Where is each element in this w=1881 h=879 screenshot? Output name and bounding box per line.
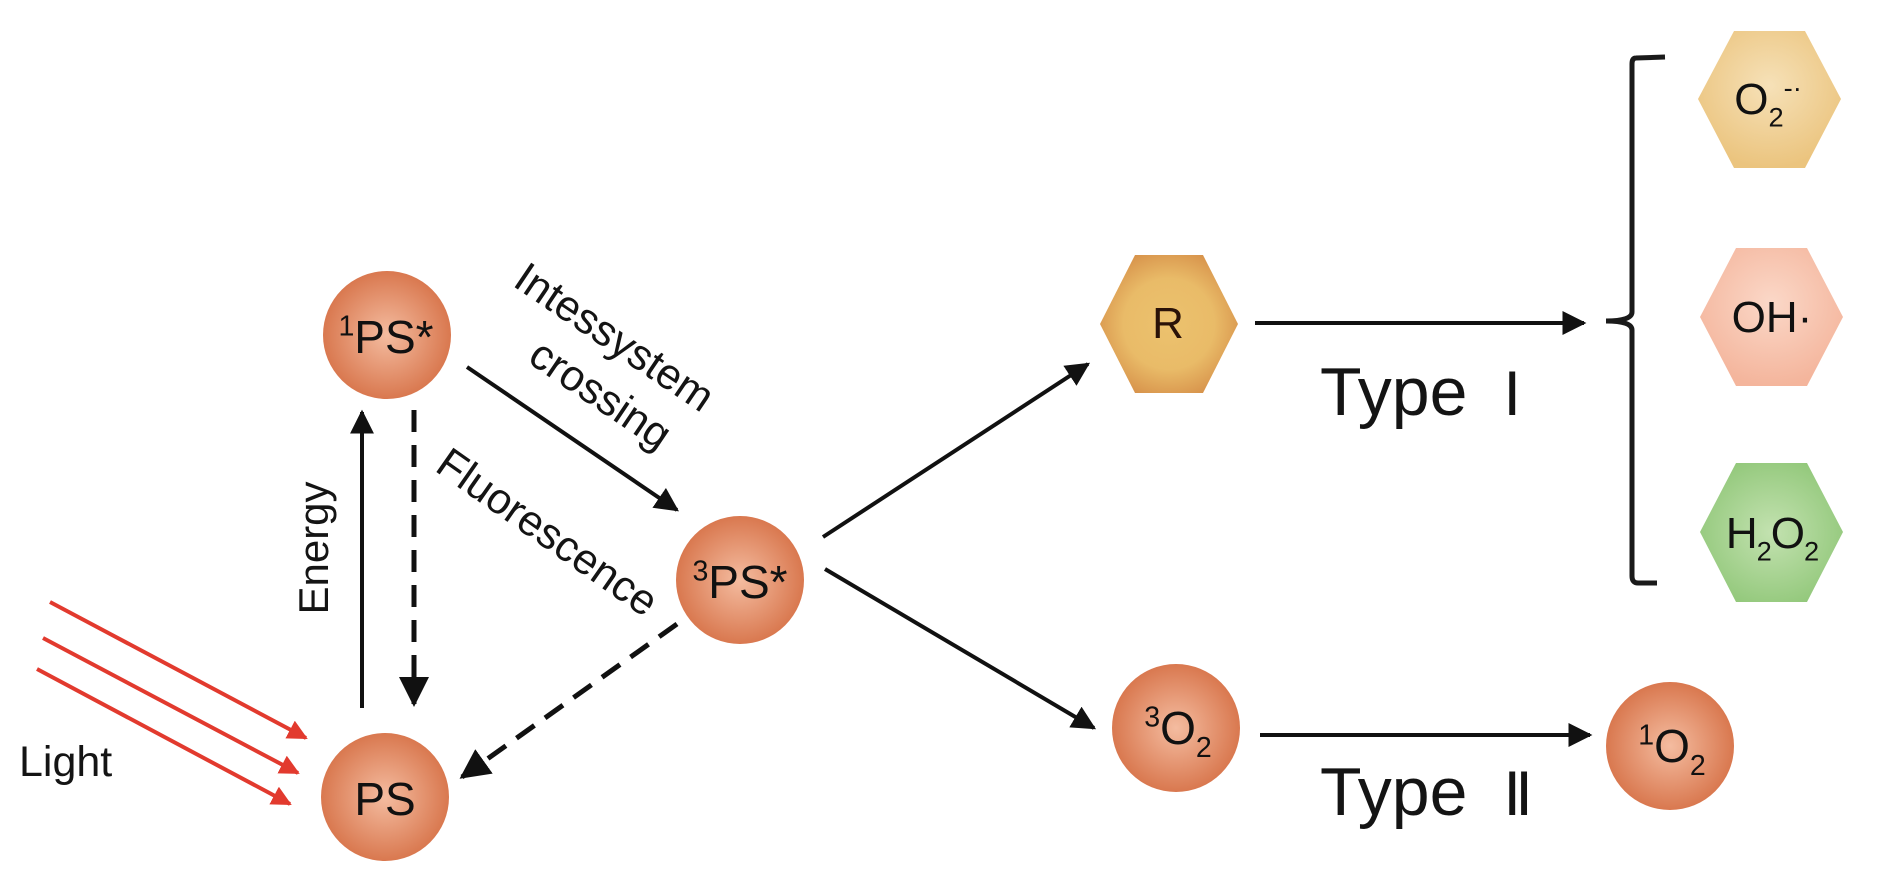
ps3-sphere [676, 516, 804, 644]
ps1-spin-multiplicity: 1 [338, 310, 355, 343]
ros-bracket [1605, 54, 1666, 586]
r-hexagon [1100, 255, 1238, 393]
light-rays [36, 600, 308, 806]
peroxide-subscript-o: 2 [1804, 535, 1819, 567]
type1-word: Type [1320, 354, 1468, 430]
superoxide-hexagon [1698, 31, 1841, 168]
fluorescence-dashed-arrow [459, 621, 679, 780]
o2-singlet-spin: 1 [1638, 719, 1655, 752]
light-ray [36, 667, 292, 806]
o2-singlet-subscript: 2 [1689, 749, 1706, 782]
ps3-spin-multiplicity: 3 [692, 555, 709, 588]
type2-numeral: Ⅱ [1503, 762, 1533, 828]
to-o2-arrow [823, 567, 1097, 730]
hydroxyl-hexagon [1700, 248, 1843, 386]
o2-triplet-spin: 3 [1144, 701, 1161, 734]
ps1-label: 1PS* [338, 310, 434, 363]
superoxide-charge: -· [1783, 72, 1802, 104]
o2-singlet-label: 1O2 [1638, 719, 1706, 782]
ps-sphere [321, 733, 449, 861]
o2-triplet-subscript: 2 [1195, 731, 1212, 764]
o2-triplet-sphere [1112, 664, 1240, 792]
type2-word: Type [1320, 754, 1468, 830]
superoxide-label: O2-· [1734, 72, 1802, 133]
peroxide-subscript-h: 2 [1756, 535, 1772, 567]
to-r-arrow [821, 362, 1091, 539]
energy-label: Energy [290, 481, 337, 615]
o2-singlet-sphere [1606, 682, 1734, 810]
r-label: R [1152, 299, 1184, 348]
light-label: Light [19, 738, 113, 786]
ps1-sphere [323, 271, 451, 399]
type1-numeral: Ⅰ [1503, 362, 1522, 428]
light-ray [42, 636, 300, 775]
hydroxyl-label: OH· [1731, 293, 1813, 342]
peroxide-label: H2O2 [1725, 509, 1819, 567]
light-ray [49, 600, 308, 740]
o2-triplet-label: 3O2 [1144, 701, 1212, 764]
ps-label: PS [354, 773, 416, 825]
peroxide-hexagon [1700, 463, 1843, 602]
ps3-label: 3PS* [692, 555, 788, 608]
isc-arrow [465, 365, 679, 512]
superoxide-subscript: 2 [1768, 101, 1784, 133]
